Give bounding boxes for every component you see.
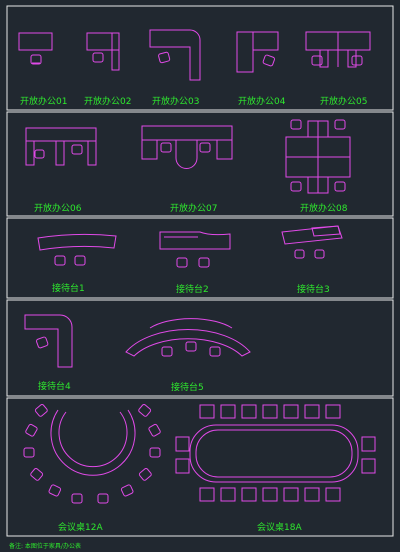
open-office-02 [86,32,120,71]
frame-open-office-row2 [6,111,394,217]
footer-note: 备注: 本图位于家具/办公表 [9,542,81,550]
reception-03 [281,225,343,259]
frame-conference [6,397,394,537]
reception-04 [24,314,73,368]
open-office-07 [141,125,233,169]
open-office-03 [149,29,201,81]
label-reception-02: 接待台2 [176,283,209,295]
frame-reception-row2 [6,299,394,397]
label-open-office-05: 开放办公05 [320,95,367,107]
open-office-04 [236,31,279,73]
label-reception-01: 接待台1 [52,282,85,294]
open-office-08 [285,119,351,194]
label-open-office-07: 开放办公07 [170,202,217,214]
label-reception-04: 接待台4 [38,380,71,392]
label-reception-05: 接待台5 [171,381,204,393]
reception-05 [125,318,251,357]
label-open-office-08: 开放办公08 [300,202,348,214]
label-conference-18a: 会议桌18A [257,521,302,533]
label-open-office-04: 开放办公04 [238,95,286,107]
conference-table-18a [175,404,376,502]
section-frames [6,5,394,537]
label-open-office-02: 开放办公02 [84,95,131,107]
open-office-01 [18,32,53,65]
reception-01 [37,233,117,266]
open-office-06 [25,127,97,166]
frame-open-office-row1 [6,5,394,111]
label-open-office-03: 开放办公03 [152,95,199,107]
open-office-05 [305,31,371,68]
frame-reception-row1 [6,217,394,299]
conference-table-12a [23,404,161,504]
label-reception-03: 接待台3 [297,283,330,295]
label-open-office-01: 开放办公01 [20,95,67,107]
label-conference-12a: 会议桌12A [58,521,103,533]
reception-02 [159,231,231,268]
label-open-office-06: 开放办公06 [34,202,82,214]
